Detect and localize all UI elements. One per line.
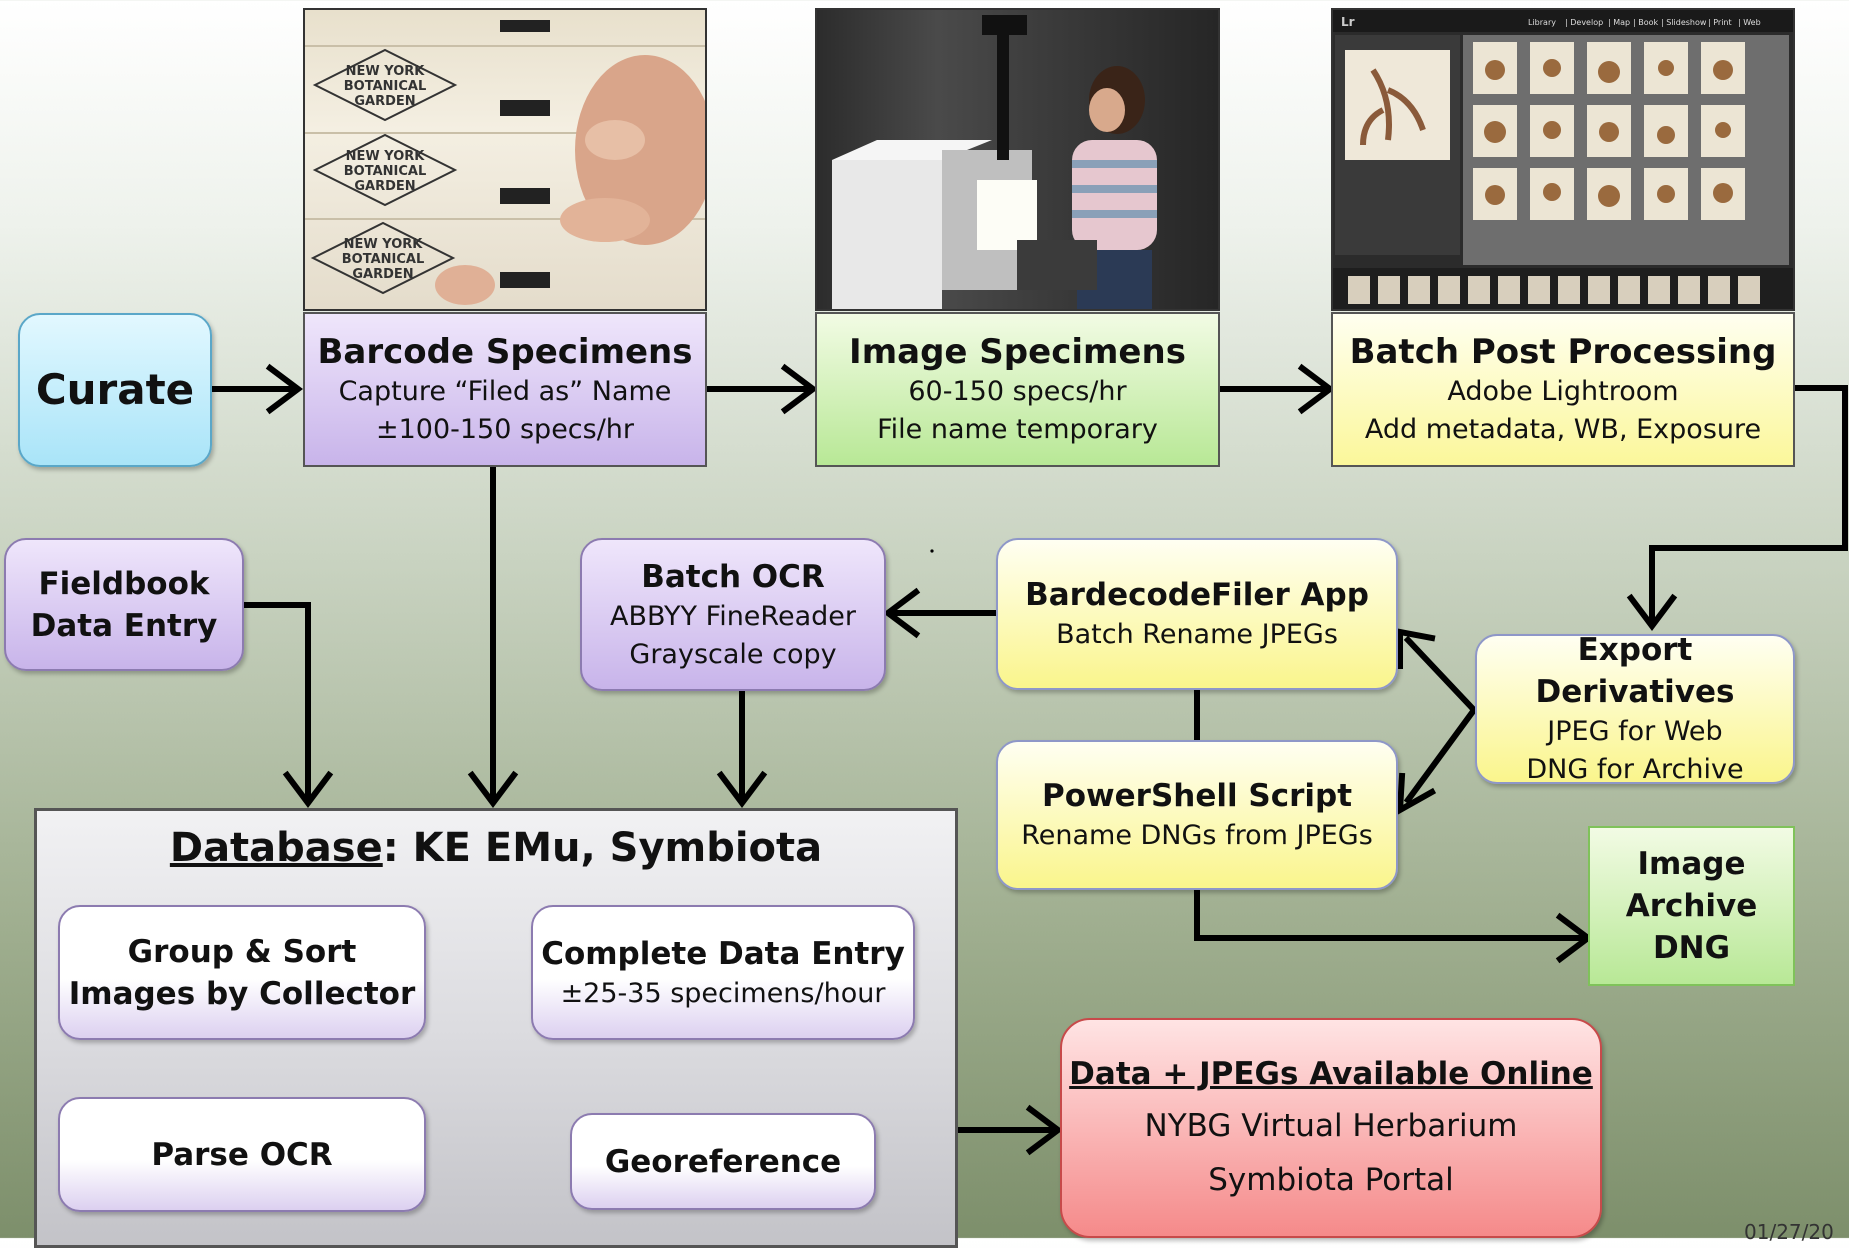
georeference-box: Georeference [570,1113,876,1210]
powershell-box: PowerShell Script Rename DNGs from JPEGs [996,740,1398,890]
online-line2: Symbiota Portal [1208,1162,1454,1198]
archive-line2: Archive [1625,888,1758,924]
svg-text:BOTANICAL: BOTANICAL [344,164,426,179]
lightroom-screenshot: Lr Library | Develop | Map | Book | Slid… [1331,8,1795,311]
svg-text:NEW YORK: NEW YORK [346,64,426,79]
parse-ocr-label: Parse OCR [151,1136,333,1173]
available-online-box: Data + JPEGs Available Online NYBG Virtu… [1060,1018,1602,1238]
svg-text:GARDEN: GARDEN [352,267,413,282]
database-systems: : KE EMu, Symbiota [382,825,823,871]
svg-text:BOTANICAL: BOTANICAL [342,252,424,267]
export-line2: DNG for Archive [1526,754,1744,785]
batch-ocr-title: Batch OCR [641,558,825,595]
bardecodefiler-box: BardecodeFiler App Batch Rename JPEGs [996,538,1398,690]
fieldbook-line1: Fieldbook [38,565,210,602]
group-sort-line1: Group & Sort [127,933,357,970]
archive-line1: Image [1637,846,1746,882]
svg-text:| Book: | Book [1633,18,1659,27]
barcode-labels-photo: NEW YORK BOTANICAL GARDEN NEW YORK BOTAN… [303,8,707,311]
online-title: Data + JPEGs Available Online [1069,1056,1593,1092]
barcode-specimens-box: Barcode Specimens Capture “Filed as” Nam… [303,312,707,467]
powershell-title: PowerShell Script [1041,778,1353,814]
svg-text:NEW YORK: NEW YORK [344,237,424,252]
bardecode-title: BardecodeFiler App [1025,577,1369,613]
svg-text:Lr: Lr [1341,15,1355,29]
svg-text:| Slideshow: | Slideshow [1661,18,1707,27]
batch-post-processing-box: Batch Post Processing Adobe Lightroom Ad… [1331,312,1795,467]
image-specimens-box: Image Specimens 60-150 specs/hr File nam… [815,312,1220,467]
svg-text:| Map: | Map [1608,18,1630,27]
curate-label: Curate [35,365,195,414]
barcode-line2: ±100-150 specs/hr [375,413,635,445]
complete-title: Complete Data Entry [541,935,905,972]
export-title: Export Derivatives [1535,632,1735,710]
complete-line1: ±25-35 specimens/hour [560,977,886,1009]
batch-post-title: Batch Post Processing [1349,331,1777,372]
batch-ocr-line1: ABBYY FineReader [610,600,856,632]
lr-menu-library: Library [1528,18,1556,27]
curate-box: Curate [18,313,212,467]
group-sort-box: Group & Sort Images by Collector [58,905,426,1040]
image-line1: 60-150 specs/hr [908,375,1127,407]
svg-text:BOTANICAL: BOTANICAL [344,79,426,94]
online-line1: NYBG Virtual Herbarium [1144,1108,1518,1144]
archive-line3: DNG [1652,930,1731,966]
fieldbook-box: Fieldbook Data Entry [4,538,244,671]
database-label: Database [169,825,383,871]
parse-ocr-box: Parse OCR [58,1097,426,1212]
svg-text:| Develop: | Develop [1565,18,1603,27]
barcode-title: Barcode Specimens [317,331,693,372]
batch-ocr-box: Batch OCR ABBYY FineReader Grayscale cop… [580,538,886,691]
database-heading: Database: KE EMu, Symbiota [37,825,955,871]
imaging-station-photo [815,8,1220,311]
svg-text:GARDEN: GARDEN [354,179,415,194]
svg-text:GARDEN: GARDEN [354,94,415,109]
barcode-line1: Capture “Filed as” Name [338,375,672,407]
slide-date: 01/27/20 [1744,1220,1834,1244]
bardecode-line1: Batch Rename JPEGs [1056,619,1338,650]
image-title: Image Specimens [849,331,1186,372]
complete-data-entry-box: Complete Data Entry ±25-35 specimens/hou… [531,905,915,1040]
group-sort-line2: Images by Collector [68,975,416,1012]
batch-ocr-line2: Grayscale copy [629,638,837,670]
svg-text:| Print: | Print [1708,18,1732,27]
export-derivatives-box: Export Derivatives JPEG for Web DNG for … [1475,632,1795,785]
image-archive-box: Image Archive DNG [1588,826,1795,986]
batch-post-line1: Adobe Lightroom [1447,375,1679,407]
powershell-line1: Rename DNGs from JPEGs [1021,820,1373,851]
batch-post-line2: Add metadata, WB, Exposure [1364,413,1762,445]
svg-text:| Web: | Web [1738,18,1761,27]
svg-text:NEW YORK: NEW YORK [346,149,426,164]
image-line2: File name temporary [877,413,1158,445]
georeference-label: Georeference [604,1143,842,1180]
export-line1: JPEG for Web [1547,716,1723,747]
fieldbook-line2: Data Entry [30,607,218,644]
